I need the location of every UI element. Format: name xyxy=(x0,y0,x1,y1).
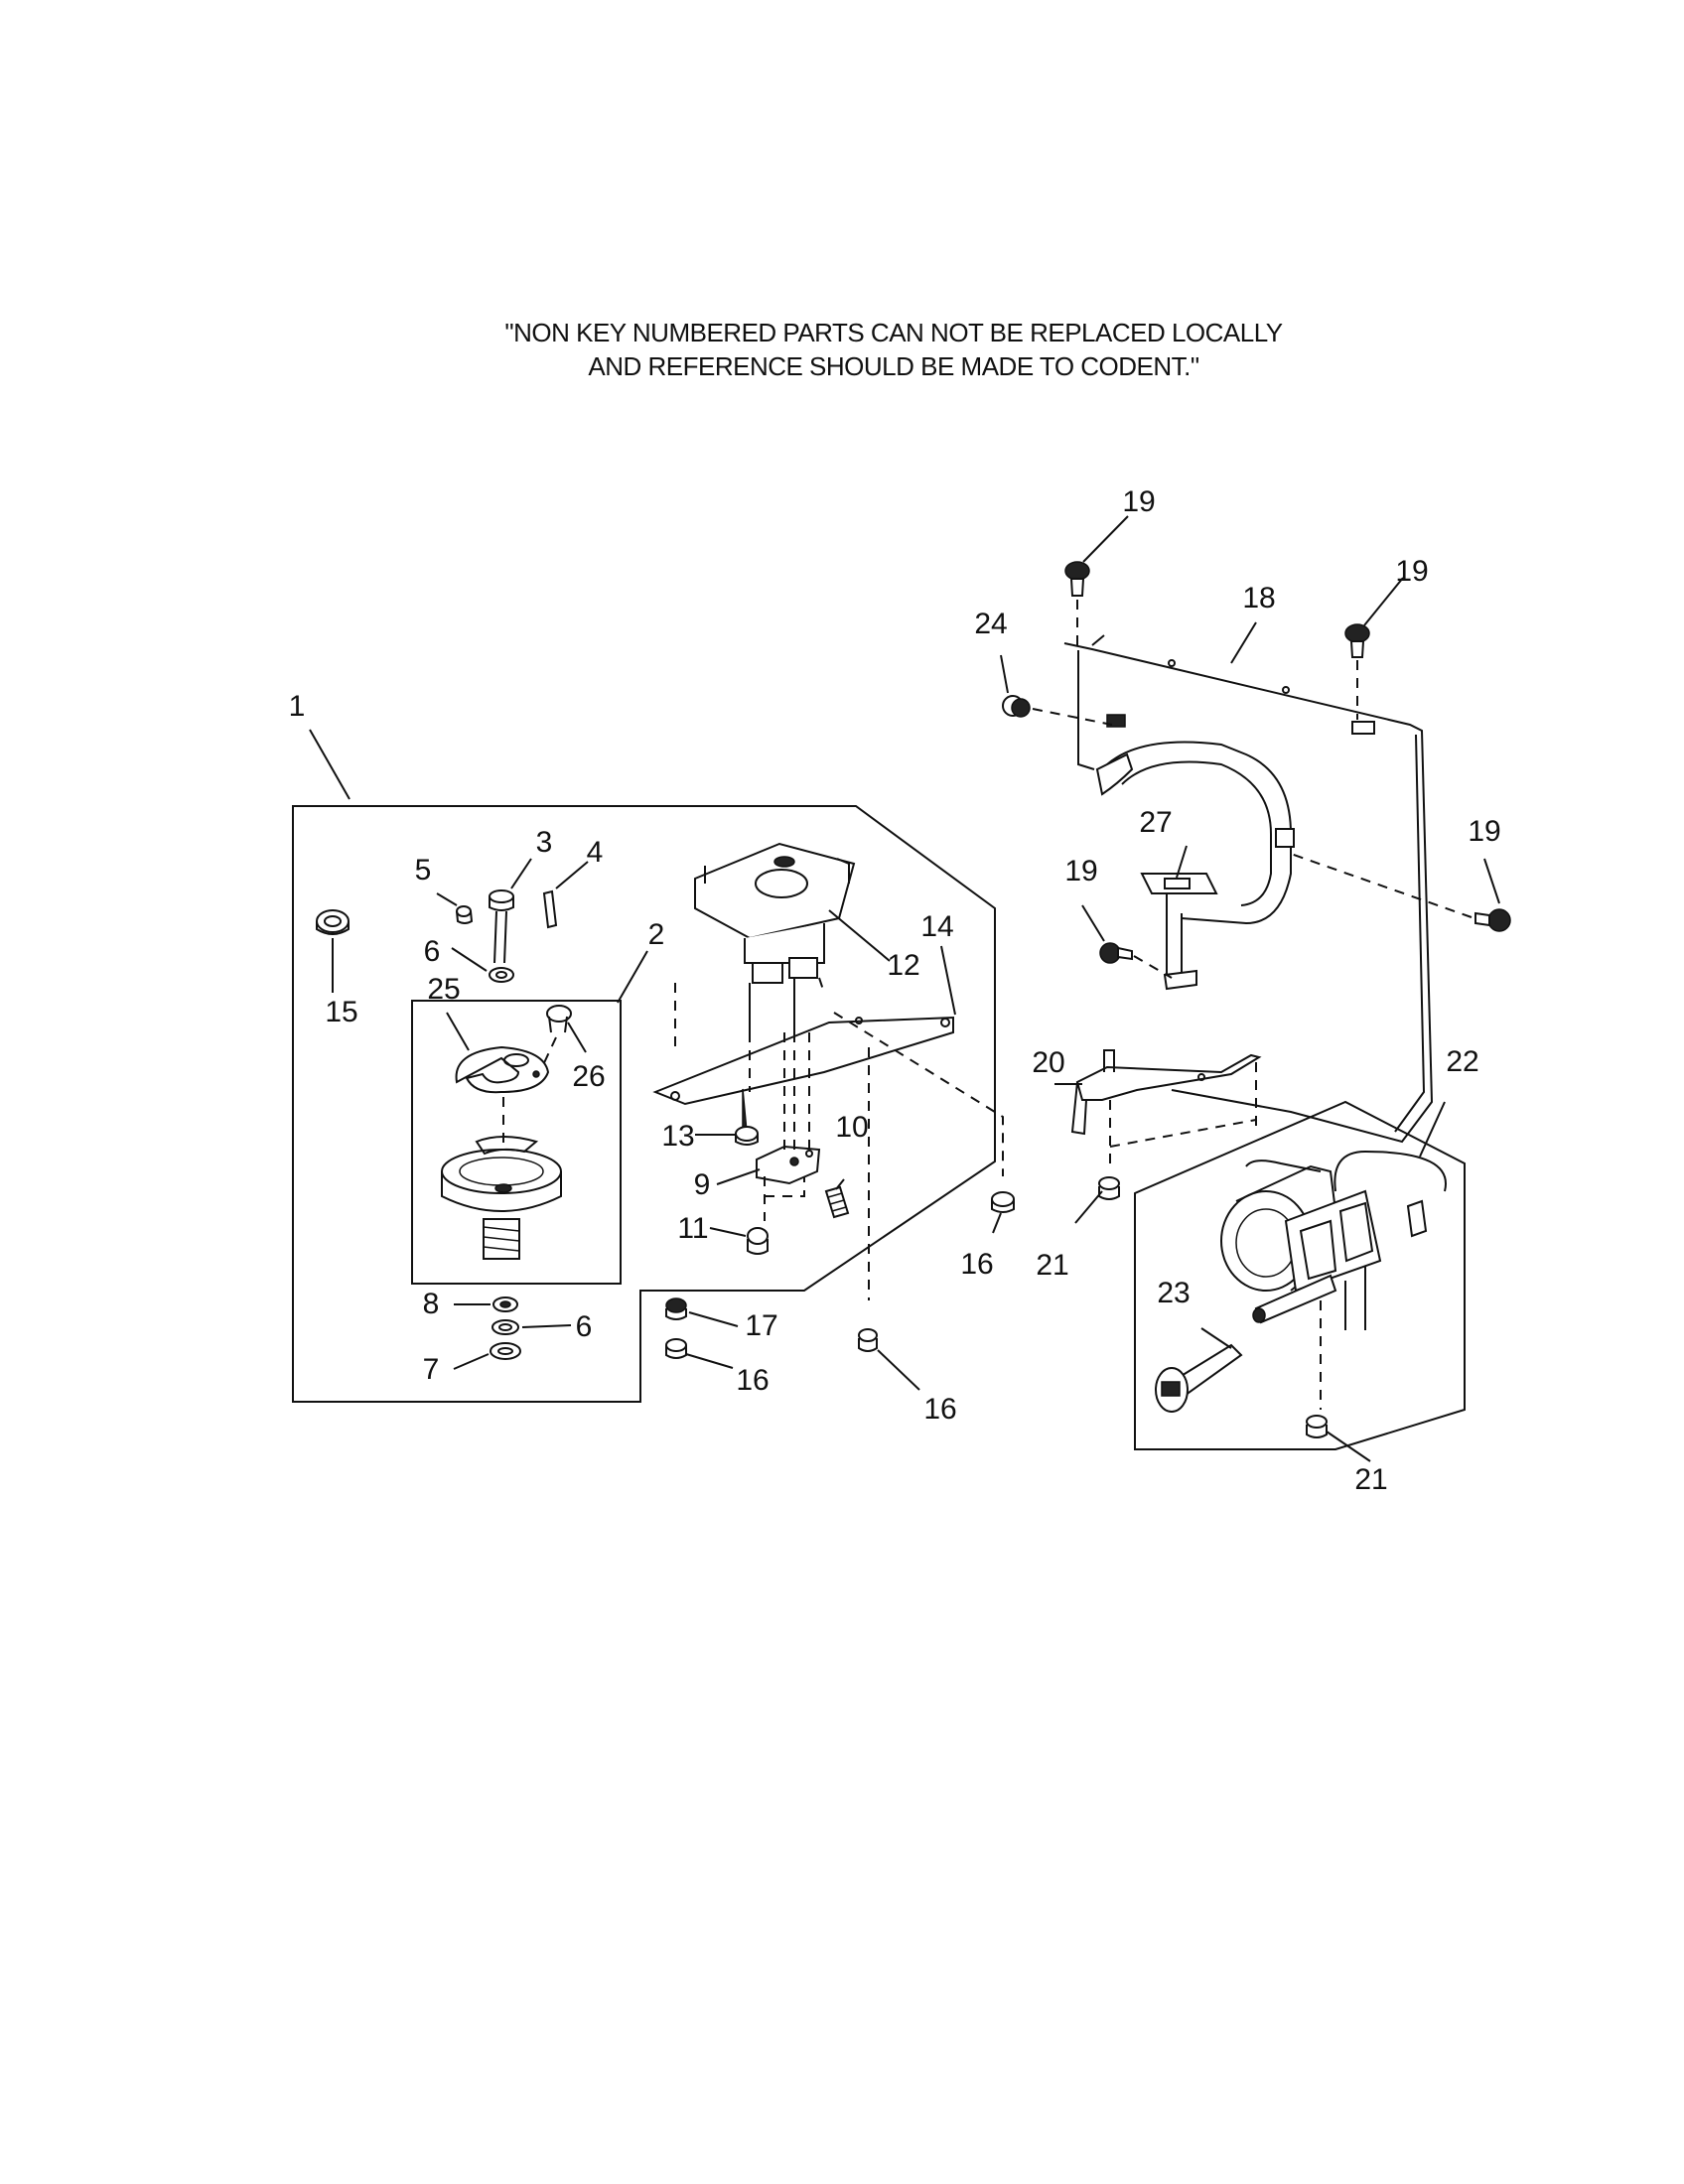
callout-27: 27 xyxy=(1139,806,1172,839)
callout-5: 5 xyxy=(415,854,432,887)
part-16-screw-left xyxy=(665,1338,687,1359)
part-17-washer xyxy=(665,1297,687,1320)
callout-16c: 16 xyxy=(923,1393,956,1426)
part-19-screw-left xyxy=(1099,942,1133,964)
part-15-washer xyxy=(316,909,350,935)
part-24-bushing xyxy=(1002,695,1031,718)
leader-lines xyxy=(309,515,1500,1462)
parts-note-line-2: AND REFERENCE SHOULD BE MADE TO CODENT." xyxy=(588,351,1199,381)
assembly-2-boundary xyxy=(411,1000,622,1285)
part-22-motor xyxy=(1220,1150,1447,1330)
part-16-screw-center xyxy=(858,1328,878,1352)
part-21-screw-lower xyxy=(1306,1415,1328,1438)
part-7-washer xyxy=(490,1342,521,1360)
part-21-screw-upper xyxy=(1098,1176,1120,1200)
part-11-screw xyxy=(747,1227,769,1255)
part-14-plate xyxy=(652,1016,954,1106)
part-3-pin xyxy=(489,889,514,964)
part-19-screw-right-top xyxy=(1344,623,1370,658)
callout-19a: 19 xyxy=(1122,485,1155,518)
callout-6b: 6 xyxy=(576,1310,593,1343)
callout-10: 10 xyxy=(835,1111,868,1144)
callout-21a: 21 xyxy=(1036,1249,1068,1282)
callout-21b: 21 xyxy=(1354,1463,1387,1496)
part-25-plate xyxy=(455,1045,550,1094)
callout-1: 1 xyxy=(289,690,306,723)
callout-14: 14 xyxy=(920,910,953,943)
callout-6a: 6 xyxy=(424,935,441,968)
part-18-cover xyxy=(1063,634,1434,1144)
part-23-knob xyxy=(1155,1343,1243,1413)
parts-note-line-1: "NON KEY NUMBERED PARTS CAN NOT BE REPLA… xyxy=(504,318,1283,347)
part-20-bracket xyxy=(1070,1049,1262,1136)
callout-24: 24 xyxy=(974,608,1007,640)
callout-19c: 19 xyxy=(1468,815,1500,848)
part-26-screw xyxy=(546,1005,572,1033)
callout-7: 7 xyxy=(423,1353,440,1386)
part-13-screw xyxy=(735,1088,759,1146)
part-6-washer-lower xyxy=(491,1319,519,1335)
rotary-hook xyxy=(441,1136,562,1260)
parts-note: "NON KEY NUMBERED PARTS CAN NOT BE REPLA… xyxy=(457,316,1331,383)
callout-12: 12 xyxy=(887,949,919,982)
part-19-screw-right xyxy=(1474,908,1511,932)
part-10-spring xyxy=(824,1185,850,1219)
assembly-1-boundary xyxy=(292,805,996,1403)
callout-3: 3 xyxy=(536,826,553,859)
callout-13: 13 xyxy=(661,1120,694,1153)
callout-18: 18 xyxy=(1242,582,1275,614)
callout-25: 25 xyxy=(427,973,460,1006)
callout-2: 2 xyxy=(648,918,665,951)
part-12-bracket xyxy=(694,842,856,1032)
callout-19d: 19 xyxy=(1064,855,1097,887)
callout-9: 9 xyxy=(694,1168,711,1201)
callout-17: 17 xyxy=(745,1309,777,1342)
callout-19b: 19 xyxy=(1395,555,1428,588)
callout-26: 26 xyxy=(572,1060,605,1093)
assembly-22-boundary xyxy=(1134,1100,1466,1450)
callout-16b: 16 xyxy=(736,1364,769,1397)
callout-11: 11 xyxy=(677,1212,708,1245)
part-4-pin xyxy=(542,889,558,929)
part-9-block xyxy=(756,1145,821,1185)
part-19-screw-top xyxy=(1064,561,1090,597)
part-16-screw-right xyxy=(991,1191,1015,1213)
callout-22: 22 xyxy=(1446,1045,1478,1078)
part-8-washer xyxy=(492,1297,518,1312)
callout-8: 8 xyxy=(423,1288,440,1320)
part-6-washer-upper xyxy=(489,967,514,983)
callout-20: 20 xyxy=(1032,1046,1064,1079)
callout-15: 15 xyxy=(325,996,357,1028)
callout-4: 4 xyxy=(587,836,604,869)
callout-23: 23 xyxy=(1157,1277,1190,1309)
part-5-pin xyxy=(456,905,474,924)
callout-16a: 16 xyxy=(960,1248,993,1281)
